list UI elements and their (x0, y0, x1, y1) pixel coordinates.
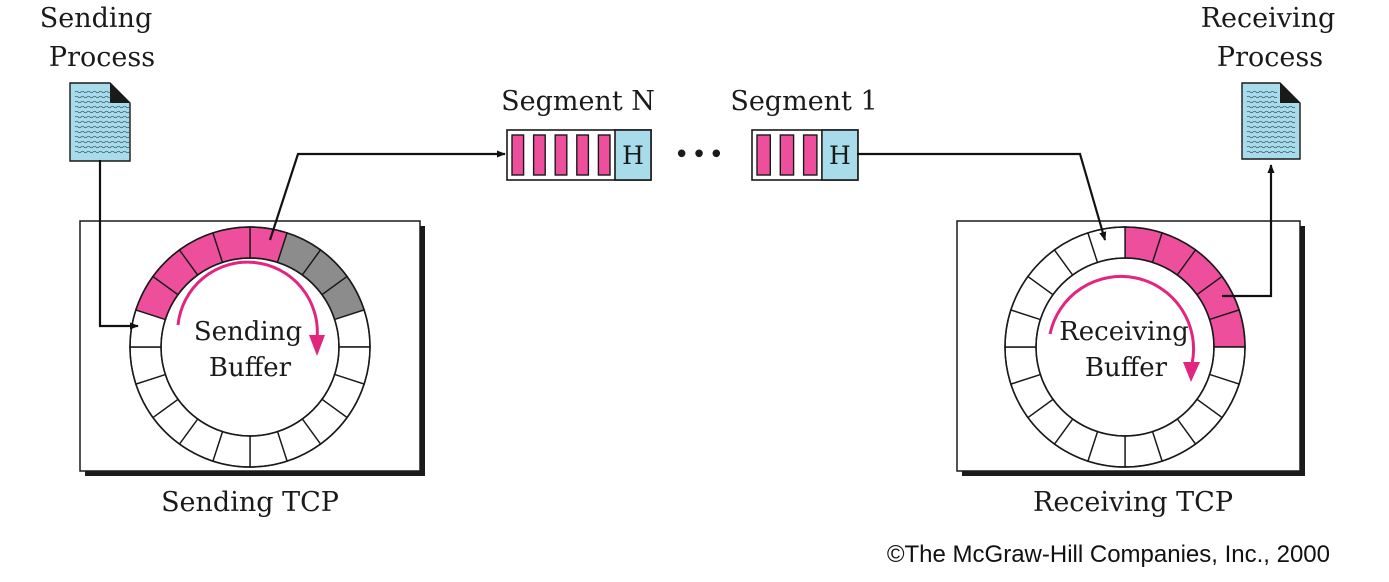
segment-data-byte (597, 134, 611, 176)
segment-header (614, 129, 652, 181)
document-text-line (1246, 95, 1278, 99)
segment-1-label: Segment 1 (730, 86, 877, 117)
segment-1-to-buffer-arrow (857, 152, 1107, 241)
document-text-line (1246, 100, 1278, 104)
document-text-line (1246, 120, 1296, 124)
document-text-line (74, 100, 112, 104)
sending-tcp-label: Sending TCP (161, 487, 339, 518)
receiving-process-label-line1: Receiving (1201, 3, 1336, 34)
document-text-line (1246, 130, 1296, 134)
segment-data-byte (511, 134, 525, 176)
document-text-line (1246, 140, 1296, 144)
document-text-line (74, 150, 130, 154)
document-text-line (74, 120, 130, 124)
document-text-line (1246, 145, 1296, 149)
segment-header-letter: H (622, 141, 644, 170)
receiving-process-label-line2: Process (1217, 42, 1323, 73)
document-text-line (74, 135, 130, 139)
segment-data-byte (756, 134, 772, 176)
document-text-line (74, 90, 112, 94)
document-text-line (74, 95, 112, 99)
buffer-to-process-arrow (1222, 164, 1275, 298)
sending-process-label-line2: Process (49, 42, 155, 73)
receiving-buffer-ring (1004, 226, 1246, 468)
document-fold (110, 83, 130, 103)
segment-data-byte (576, 134, 590, 176)
document-text-line (1246, 115, 1296, 119)
document-text-line (74, 130, 130, 134)
sending-document-icon (69, 82, 131, 162)
document-fold (1280, 83, 1300, 103)
receiving-buffer-label-line2: Buffer (1085, 353, 1168, 383)
sending-direction-arrow (176, 260, 325, 356)
document-text-line (1246, 125, 1296, 129)
sending-buffer-label-line2: Buffer (209, 353, 292, 383)
buffer-to-segment-n-arrow (268, 150, 506, 241)
receiving-tcp-label: Receiving TCP (1033, 487, 1233, 518)
segment-n-packet: H (506, 129, 652, 181)
segment-data-byte (779, 134, 795, 176)
document-text-line (74, 125, 130, 129)
document-text-line (1246, 150, 1296, 154)
segment-data-byte (532, 134, 546, 176)
document-text-line (74, 145, 130, 149)
document-text-line (1246, 135, 1296, 139)
document-text-line (74, 110, 130, 114)
process-to-buffer-arrow (98, 160, 139, 330)
receiving-direction-arrow (1048, 274, 1200, 382)
segment-1-packet: H (751, 129, 859, 181)
document-text-line (1246, 110, 1296, 114)
document-text-line (74, 105, 130, 109)
copyright-notice: ©The McGraw-Hill Companies, Inc., 2000 (887, 541, 1330, 568)
segment-header (821, 129, 859, 181)
sending-process-label-line1: Sending (40, 3, 152, 34)
sending-buffer-label-line1: Sending (194, 317, 302, 347)
segment-data-byte (554, 134, 568, 176)
segment-n-label: Segment N (501, 86, 655, 117)
sending-buffer-ring (129, 226, 371, 468)
document-text-line (74, 115, 130, 119)
document-text-line (1246, 90, 1278, 94)
receiving-document-icon (1241, 82, 1301, 160)
document-text-line (74, 140, 130, 144)
segments-ellipsis: ••• (674, 140, 726, 170)
segment-data-byte (802, 134, 818, 176)
receiving-buffer-label-line1: Receiving (1059, 317, 1189, 347)
document-text-line (1246, 105, 1296, 109)
segment-header-letter: H (829, 141, 851, 170)
